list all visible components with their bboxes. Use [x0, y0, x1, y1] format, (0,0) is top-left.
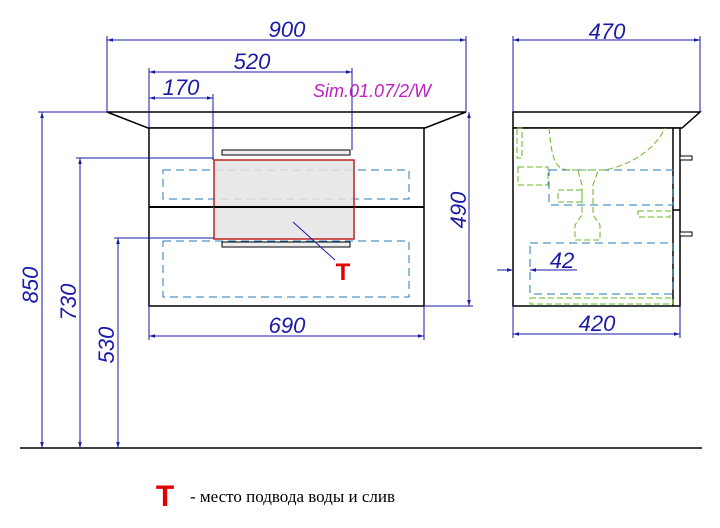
legend-marker: T	[156, 480, 174, 513]
drawer-handle-bottom	[221, 241, 351, 248]
dim-sink-width: 520	[234, 49, 271, 74]
side-handle-top	[679, 155, 693, 161]
dim-body-height: 490	[446, 191, 471, 228]
plumbing-zone	[213, 159, 355, 240]
hidden-drawer-bottom	[162, 240, 410, 298]
side-handle-bottom	[679, 231, 693, 237]
dim-lower-pipe-height: 530	[94, 326, 119, 363]
siphon-outline	[516, 127, 674, 305]
dim-body-depth: 420	[579, 311, 616, 336]
front-view: T 900 520 170 Sim.01.07/2/W 490 690 850 …	[18, 17, 473, 448]
side-view: 470 420 42	[497, 19, 702, 338]
dim-width-total: 900	[269, 17, 306, 42]
legend: T - место подвода воды и слив	[156, 480, 395, 513]
marker-leader	[292, 221, 336, 261]
drawer-handle-top	[221, 149, 351, 156]
dim-total-height: 850	[18, 266, 43, 303]
dim-sink-offset: 170	[163, 75, 200, 100]
side-countertop	[512, 111, 702, 129]
legend-text: - место подвода воды и слив	[190, 487, 395, 506]
marker-label: T	[336, 259, 351, 286]
dim-body-width: 690	[269, 313, 306, 338]
countertop	[106, 111, 467, 129]
dim-upper-pipe-height: 730	[56, 283, 81, 320]
dim-depth-total: 470	[589, 19, 626, 44]
dim-offset: 42	[550, 248, 574, 273]
model-code: Sim.01.07/2/W	[313, 81, 433, 101]
side-body	[512, 127, 681, 307]
